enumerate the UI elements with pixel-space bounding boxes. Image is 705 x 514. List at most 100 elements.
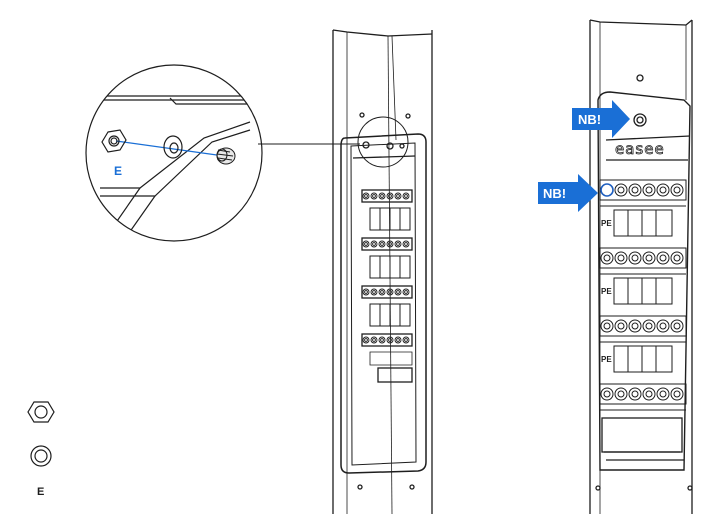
terminal-screw-icon-inner bbox=[404, 194, 408, 198]
terminal-screw-icon bbox=[628, 319, 642, 333]
legend-washer-icon bbox=[30, 445, 52, 467]
terminal-screw-icon bbox=[670, 387, 684, 401]
terminal-screw-icon-inner bbox=[396, 242, 400, 246]
terminal-screw-icon bbox=[628, 251, 642, 265]
terminal-screw-icon-inner bbox=[396, 338, 400, 342]
terminal-screw-icon-inner bbox=[673, 186, 681, 194]
washer-icon bbox=[163, 135, 183, 159]
terminal-screw-icon bbox=[656, 387, 670, 401]
terminal-screw-icon bbox=[402, 288, 410, 296]
terminal-screw-icon bbox=[370, 336, 378, 344]
breakers-right bbox=[613, 209, 673, 373]
terminal-screw-icon-inner bbox=[404, 338, 408, 342]
post-assembly bbox=[332, 29, 433, 514]
zoom-e-label: E bbox=[114, 164, 122, 178]
terminal-screw-icon-inner bbox=[617, 254, 625, 262]
terminal-screw-icon bbox=[394, 192, 402, 200]
terminal-screw-icon bbox=[614, 387, 628, 401]
zoom-detail: E bbox=[85, 64, 263, 242]
terminal-screw-icon bbox=[402, 240, 410, 248]
terminal-screw-icon-inner bbox=[603, 254, 611, 262]
nb-callout-left: NB! bbox=[538, 174, 598, 212]
terminal-screw-icon-inner bbox=[631, 322, 639, 330]
legend-nut-icon bbox=[27, 401, 55, 423]
terminal-screw-icon bbox=[670, 183, 684, 197]
breakers-middle bbox=[369, 207, 411, 327]
nb-callout-top: NB! bbox=[572, 100, 630, 138]
pe-label-2: PE bbox=[601, 287, 612, 296]
pe-label-1: PE bbox=[601, 219, 612, 228]
terminal-screw-icon bbox=[370, 192, 378, 200]
terminal-screw-icon bbox=[600, 387, 614, 401]
legend-e-label: E bbox=[37, 486, 44, 498]
terminal-screw-icon bbox=[386, 288, 394, 296]
terminal-screw-icon bbox=[394, 240, 402, 248]
terminal-screw-icon bbox=[614, 251, 628, 265]
terminal-screw-icon bbox=[370, 240, 378, 248]
terminal-screw-icon bbox=[402, 336, 410, 344]
terminal-screw-icon bbox=[614, 183, 628, 197]
terminal-screw-icon-inner bbox=[659, 322, 667, 330]
terminal-screw-icon-inner bbox=[388, 194, 392, 198]
terminal-screw-icon-inner bbox=[631, 254, 639, 262]
hex-nut-icon bbox=[101, 129, 127, 153]
terminal-screw-icon bbox=[614, 319, 628, 333]
terminal-screw-icon-inner bbox=[631, 390, 639, 398]
terminal-screw-icon bbox=[378, 192, 386, 200]
terminal-screw-icon bbox=[378, 288, 386, 296]
terminal-screw-icon-inner bbox=[603, 390, 611, 398]
terminal-screw-icon-inner bbox=[645, 390, 653, 398]
terminal-screw-icon bbox=[394, 288, 402, 296]
terminal-screw-icon-inner bbox=[659, 186, 667, 194]
terminal-screw-icon-inner bbox=[617, 322, 625, 330]
terminal-rows-right bbox=[599, 179, 687, 411]
terminal-screw-icon-inner bbox=[404, 242, 408, 246]
terminal-screw-icon bbox=[670, 251, 684, 265]
terminal-screw-icon bbox=[642, 183, 656, 197]
terminal-screw-icon bbox=[386, 192, 394, 200]
terminal-screw-icon bbox=[402, 192, 410, 200]
terminal-screw-icon-inner bbox=[372, 242, 376, 246]
terminal-screw-icon bbox=[386, 336, 394, 344]
terminal-screw-icon bbox=[362, 192, 370, 200]
terminal-screw-icon-inner bbox=[673, 322, 681, 330]
terminal-screw-icon-inner bbox=[617, 390, 625, 398]
terminal-screw-icon-inner bbox=[673, 254, 681, 262]
terminal-screw-icon-inner bbox=[645, 254, 653, 262]
terminal-screw-icon-inner bbox=[364, 242, 368, 246]
terminal-screw-icon-inner bbox=[364, 194, 368, 198]
terminal-screw-icon-inner bbox=[372, 194, 376, 198]
terminal-screw-icon bbox=[378, 336, 386, 344]
nb-callout-left-label: NB! bbox=[543, 186, 566, 201]
charger-panel: easee bbox=[589, 19, 693, 514]
terminal-screw-icon bbox=[370, 288, 378, 296]
terminal-rows-middle bbox=[361, 189, 413, 347]
terminal-screw-icon-inner bbox=[617, 186, 625, 194]
terminal-screw-icon bbox=[362, 240, 370, 248]
terminal-screw-icon bbox=[600, 319, 614, 333]
terminal-screw-icon bbox=[600, 251, 614, 265]
nb-callout-top-label: NB! bbox=[578, 112, 601, 127]
terminal-screw-icon bbox=[628, 387, 642, 401]
terminal-screw-icon-inner bbox=[659, 390, 667, 398]
terminal-screw-icon-inner bbox=[673, 390, 681, 398]
brand-logo: easee bbox=[615, 140, 665, 158]
terminal-screw-icon-inner bbox=[372, 290, 376, 294]
terminal-screw-icon-inner bbox=[364, 290, 368, 294]
terminal-screw-icon bbox=[642, 251, 656, 265]
terminal-screw-icon bbox=[642, 387, 656, 401]
terminal-screw-icon bbox=[362, 336, 370, 344]
terminal-screw-icon-inner bbox=[659, 254, 667, 262]
terminal-screw-icon bbox=[670, 319, 684, 333]
terminal-screw-icon-inner bbox=[404, 290, 408, 294]
parts-legend bbox=[27, 401, 55, 467]
terminal-screw-icon-inner bbox=[388, 338, 392, 342]
terminal-screw-icon-inner bbox=[645, 186, 653, 194]
terminal-screw-icon-inner bbox=[645, 322, 653, 330]
terminal-screw-icon-inner bbox=[396, 194, 400, 198]
terminal-screw-icon bbox=[394, 336, 402, 344]
terminal-screw-icon bbox=[362, 288, 370, 296]
terminal-screw-icon-inner bbox=[388, 242, 392, 246]
terminal-screw-icon bbox=[656, 183, 670, 197]
